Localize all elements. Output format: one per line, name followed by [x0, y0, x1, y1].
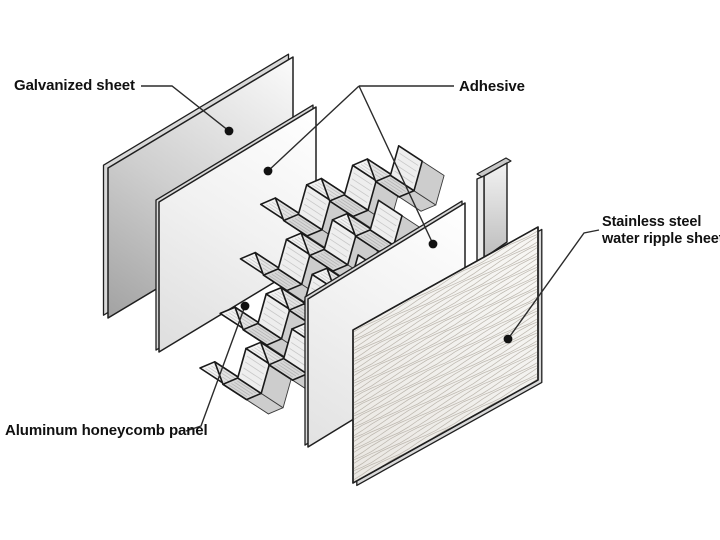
leader-galvanized — [141, 85, 230, 132]
callout-dot — [428, 239, 438, 249]
callout-dot — [503, 334, 513, 344]
callout-dot — [240, 301, 250, 311]
leader-honeycomb — [185, 305, 246, 432]
leader-lines — [141, 85, 600, 432]
ripple-texture — [353, 230, 538, 483]
callout-dot — [224, 126, 234, 136]
label-adhesive: Adhesive — [459, 78, 525, 95]
ripple-sheet-top-fold — [476, 157, 512, 263]
ripple-sheet-layer — [352, 226, 543, 487]
leader-adhesive — [267, 85, 454, 245]
label-stainless-line2: water ripple sheet — [602, 231, 720, 247]
callout-dot — [263, 166, 273, 176]
leader-stainless — [507, 229, 600, 340]
label-galvanized-sheet: Galvanized sheet — [14, 77, 135, 94]
label-stainless-line1: Stainless steel — [602, 214, 702, 230]
label-aluminum-honeycomb-panel: Aluminum honeycomb panel — [5, 422, 208, 439]
label-stainless-steel-water-ripple-sheet: Stainless steel water ripple sheet — [602, 214, 720, 248]
